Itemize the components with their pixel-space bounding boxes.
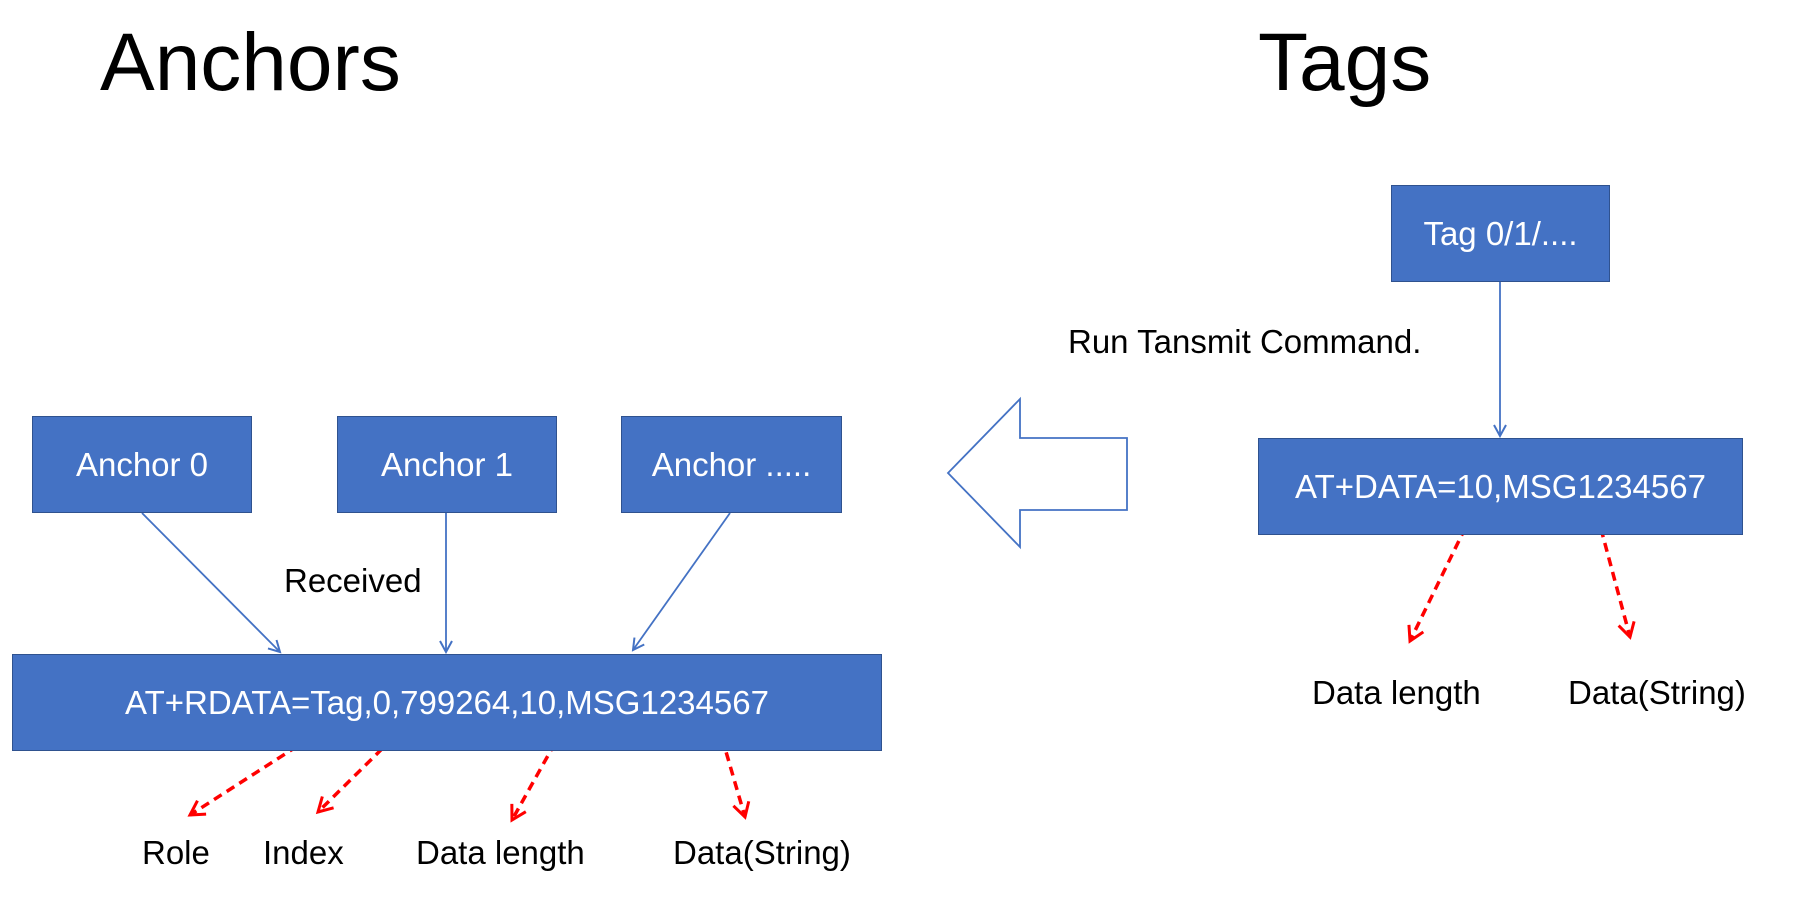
anchor-1-box: Anchor 1 [337,416,557,513]
field-role: Role [142,834,210,871]
anchor-0-connector [141,512,280,652]
anchor-n-box: Anchor ..... [621,416,842,513]
anchors-title: Anchors [100,17,401,108]
tag-box: Tag 0/1/.... [1391,185,1610,282]
tags-title: Tags [1258,17,1432,108]
data-length-arrow-anchor [510,742,557,823]
field-index: Index [263,834,344,871]
anchor-0-box: Anchor 0 [32,416,252,513]
field-data-string-tag: Data(String) [1568,674,1746,711]
run-transmit-label: Run Tansmit Command. [1068,323,1422,360]
anchor-command-bar: AT+RDATA=Tag,0,799264,10,MSG1234567 [12,654,882,751]
field-data-length-anchor: Data length [416,834,585,871]
tag-command-bar: AT+DATA=10,MSG1234567 [1258,438,1743,535]
anchor-n-connector [633,512,731,650]
field-data-length-tag: Data length [1312,674,1481,711]
field-data-string-anchor: Data(String) [673,834,851,871]
received-label: Received [284,562,422,599]
data-string-arrow-anchor [720,737,751,820]
data-length-arrow-tag [1407,513,1474,644]
transmit-direction-arrow [946,396,1128,550]
